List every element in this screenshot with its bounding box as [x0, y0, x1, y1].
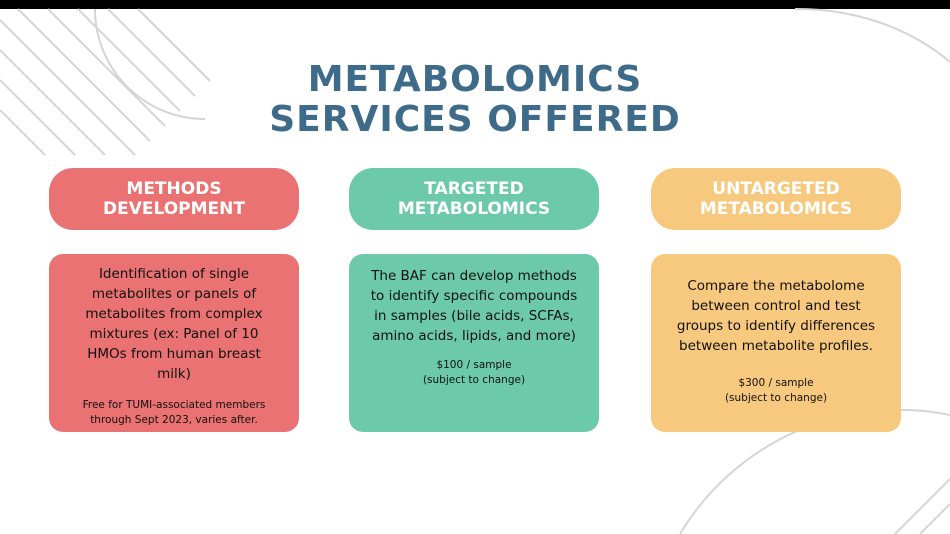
price-line-1: $100 / sample	[436, 359, 512, 371]
methods-development-card: Identification of single metabolites or …	[49, 254, 299, 432]
header-line-1: TARGETED	[424, 179, 524, 199]
page-title: METABOLOMICS SERVICES OFFERED	[0, 60, 950, 140]
service-description: Compare the metabolome between control a…	[676, 278, 876, 354]
untargeted-metabolomics-card: Compare the metabolome between control a…	[651, 254, 901, 432]
price-line-1: $300 / sample	[738, 377, 814, 389]
header-line-2: METABOLOMICS	[397, 199, 551, 219]
service-description: Identification of single metabolites or …	[85, 266, 263, 382]
header-line-1: METHODS	[126, 179, 222, 199]
title-line-1: METABOLOMICS	[307, 59, 643, 100]
untargeted-metabolomics-header: UNTARGETED METABOLOMICS	[651, 168, 901, 230]
arc-decoration-top-right	[794, 7, 950, 63]
price-line-2: (subject to change)	[422, 374, 526, 386]
price-line-2: (subject to change)	[724, 392, 828, 404]
service-price: $100 / sample (subject to change)	[361, 358, 587, 388]
price-line-2: through Sept 2023, varies after.	[90, 414, 258, 426]
diagonal-lines-decoration-bottom-right	[894, 478, 950, 534]
methods-development-header: METHODS DEVELOPMENT	[49, 168, 299, 230]
targeted-metabolomics-card: The BAF can develop methods to identify …	[349, 254, 599, 432]
top-black-bar	[0, 0, 950, 9]
header-line-1: UNTARGETED	[712, 179, 840, 199]
header-line-2: DEVELOPMENT	[103, 199, 245, 219]
targeted-metabolomics-header: TARGETED METABOLOMICS	[349, 168, 599, 230]
service-price: $300 / sample (subject to change)	[663, 376, 889, 406]
header-line-2: METABOLOMICS	[699, 199, 853, 219]
service-description: The BAF can develop methods to identify …	[370, 268, 578, 344]
service-price: Free for TUMI-associated members through…	[61, 398, 287, 428]
title-line-2: SERVICES OFFERED	[269, 99, 681, 140]
price-line-1: Free for TUMI-associated members	[82, 399, 266, 411]
